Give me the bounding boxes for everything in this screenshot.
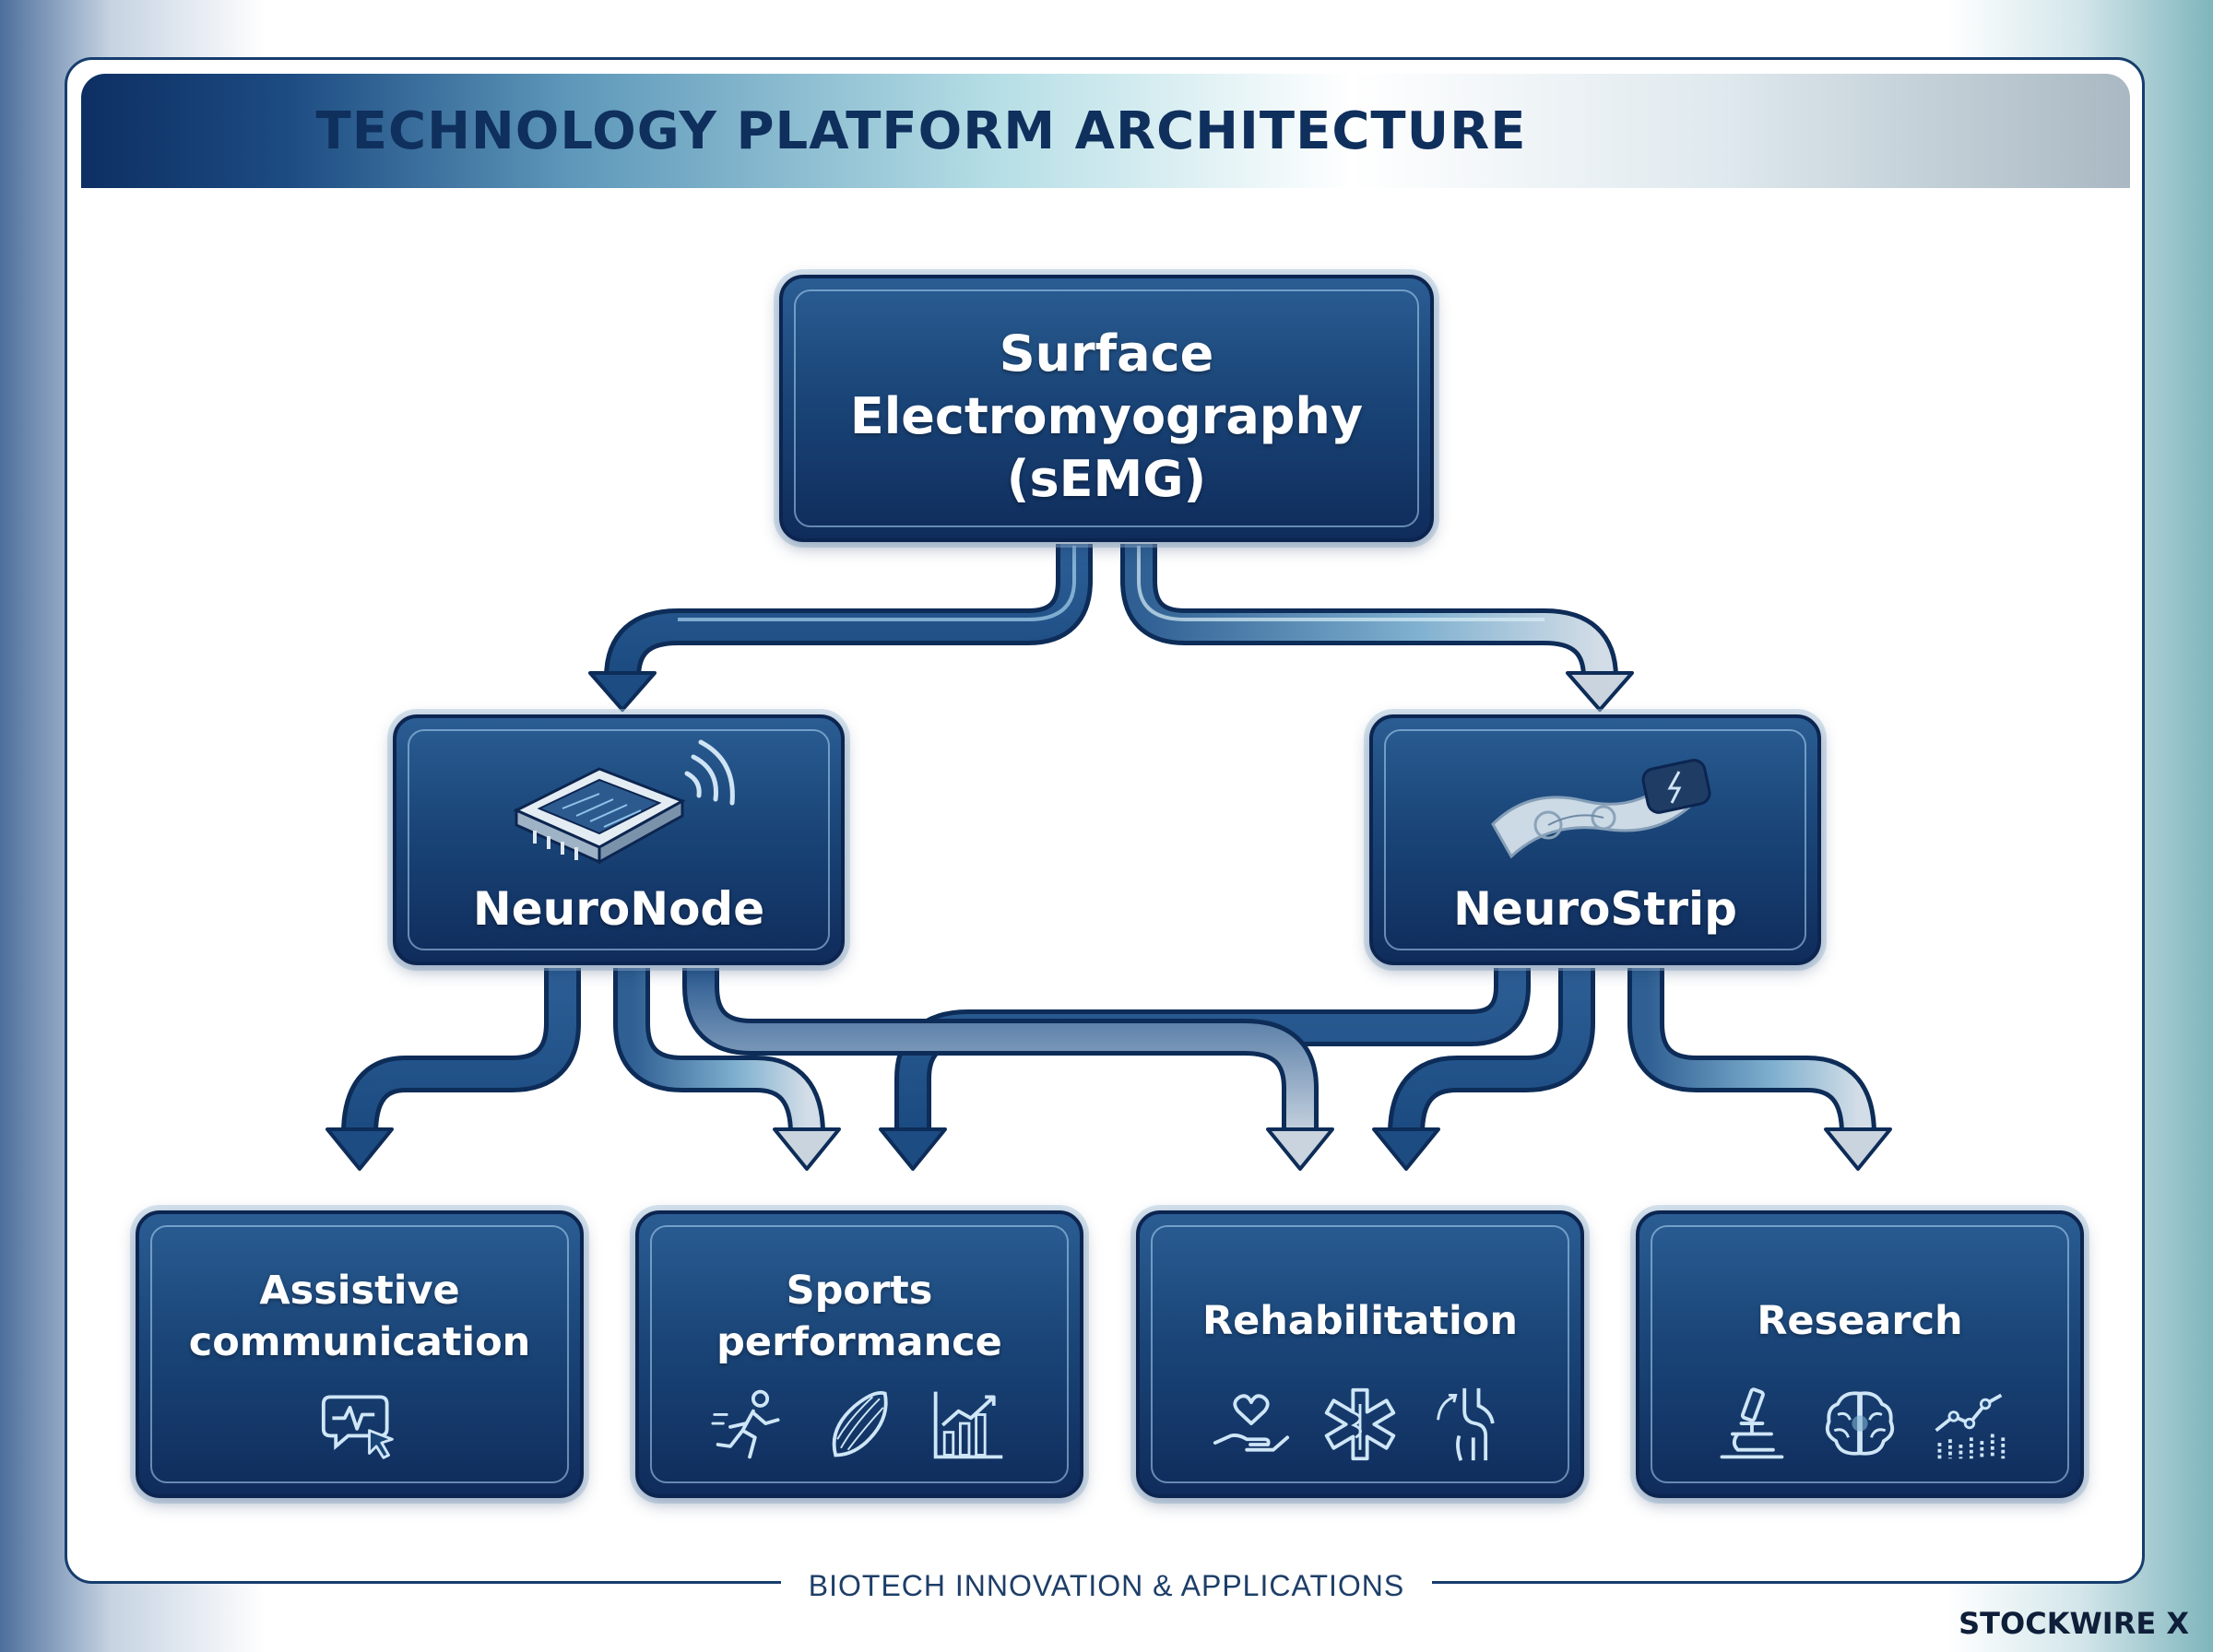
node-assistive-label: Assistive communication <box>139 1265 580 1368</box>
arrow-neuronode-to-rehabilitation <box>682 968 1334 1171</box>
arrow-neuronode-to-sports <box>613 968 841 1171</box>
footer: BIOTECH INNOVATION & APPLICATIONS <box>0 1567 2213 1604</box>
knee-joint-icon <box>1437 1387 1495 1461</box>
node-research-label: Research <box>1757 1298 1963 1344</box>
bar-chart-icon <box>933 1391 1003 1459</box>
arrow-root-to-neurostrip <box>1120 544 1634 712</box>
page-title: TECHNOLOGY PLATFORM ARCHITECTURE <box>315 100 1527 161</box>
node-sports-performance: Sports performance <box>635 1210 1083 1498</box>
sports-icons <box>639 1385 1080 1468</box>
node-semg-line-3: (sEMG) <box>1006 450 1207 508</box>
line-chart-icon <box>1935 1393 2006 1459</box>
node-neurostrip: NeuroStrip <box>1369 714 1821 965</box>
medical-star-icon <box>1324 1387 1396 1461</box>
chat-pulse-cursor-icon <box>321 1395 394 1459</box>
arrow-neurostrip-to-research <box>1627 968 1892 1171</box>
muscle-icon <box>832 1391 888 1457</box>
runner-icon <box>711 1389 780 1459</box>
node-rehabilitation-label: Rehabilitation <box>1202 1298 1518 1344</box>
rehabilitation-icons <box>1140 1385 1580 1468</box>
node-research: Research <box>1636 1210 2084 1498</box>
arrow-neurostrip-to-rehabilitation <box>1372 968 1595 1171</box>
node-sports-label: Sports performance <box>639 1265 1080 1368</box>
heart-hand-icon <box>1213 1394 1290 1452</box>
node-assistive-line-1: Assistive <box>259 1268 460 1314</box>
brain-icon <box>1825 1391 1895 1456</box>
node-neurostrip-label: NeuroStrip <box>1453 882 1737 936</box>
node-sports-line-1: Sports <box>786 1268 933 1314</box>
wearable-patch-icon <box>1491 759 1711 859</box>
node-neuronode: NeuroNode <box>393 714 845 965</box>
arrow-root-to-neuronode <box>588 544 1093 712</box>
research-icons <box>1639 1385 2080 1468</box>
node-semg-line-1: Surface <box>999 324 1214 383</box>
node-sports-line-2: performance <box>716 1319 1002 1365</box>
node-assistive-line-2: communication <box>188 1319 531 1365</box>
chip-wireless-icon <box>513 739 735 865</box>
assistive-icons <box>139 1385 580 1468</box>
node-assistive-communication: Assistive communication <box>136 1210 584 1498</box>
microscope-icon <box>1720 1387 1784 1459</box>
brand-logo: STOCKWIRE X <box>1959 1606 2189 1641</box>
node-neuronode-label: NeuroNode <box>472 882 765 936</box>
node-semg: Surface Electromyography (sEMG) <box>779 275 1434 542</box>
title-bar: TECHNOLOGY PLATFORM ARCHITECTURE <box>81 74 2130 188</box>
node-rehabilitation: Rehabilitation <box>1136 1210 1584 1498</box>
node-semg-line-2: Electromyography <box>849 387 1364 445</box>
node-semg-label: Surface Electromyography (sEMG) <box>783 323 1430 511</box>
footer-text: BIOTECH INNOVATION & APPLICATIONS <box>780 1568 1433 1603</box>
arrow-neuronode-to-assistive <box>325 968 581 1171</box>
